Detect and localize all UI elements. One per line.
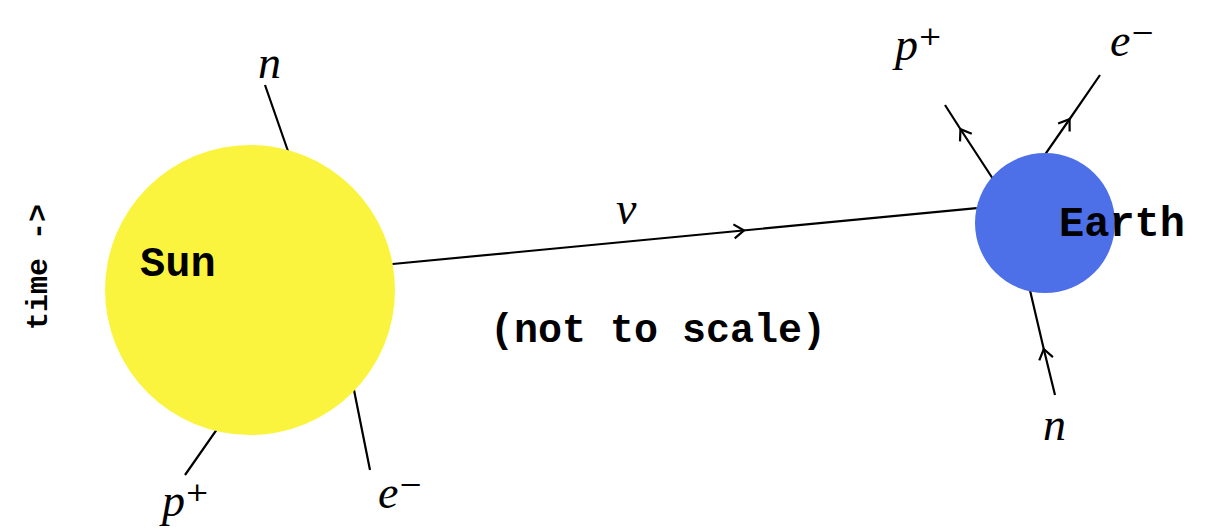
particle-label: e⁻: [378, 470, 423, 516]
note: (not to scale): [490, 312, 826, 352]
particle-label: p⁺: [162, 478, 209, 524]
particle-label: n: [1043, 402, 1066, 448]
sun-circle: Sun: [105, 145, 395, 435]
earth-circle: Earth: [975, 153, 1191, 293]
body-name: Earth: [1059, 204, 1185, 246]
body-name: Sun: [140, 244, 216, 286]
particle-label: e⁻: [1110, 18, 1155, 64]
circle-outline: [105, 145, 395, 435]
neutrino-line: [393, 208, 977, 264]
particle-label: p⁺: [895, 22, 942, 68]
axis-label: time ->: [24, 204, 54, 330]
particle-label: n: [258, 40, 281, 86]
particle-label: ν: [616, 186, 636, 232]
